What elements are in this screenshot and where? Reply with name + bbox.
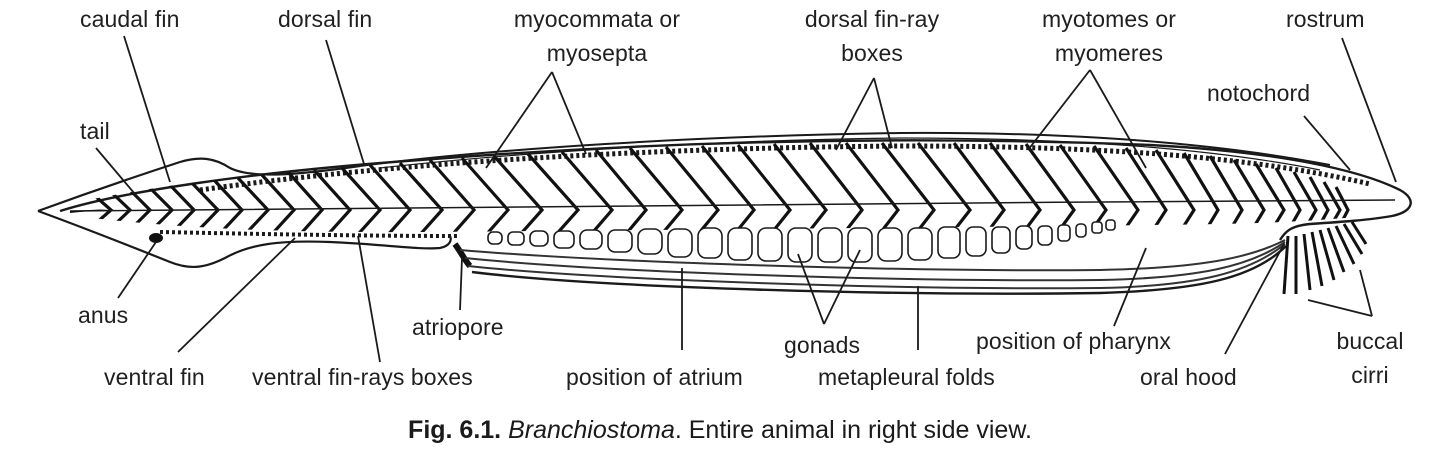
label-caudal-fin: caudal fin (80, 6, 180, 32)
label-myotomes-line1: myotomes or (1041, 6, 1177, 32)
myotomes (93, 142, 1350, 233)
label-ventral-fin: ventral fin (104, 364, 205, 390)
label-myocommata-line1: myocommata or (513, 6, 681, 32)
label-position-of-atrium: position of atrium (566, 364, 743, 390)
figure-caption: Fig. 6.1. Branchiostoma. Entire animal i… (0, 416, 1440, 445)
label-myocommata-line2: myosepta (546, 40, 648, 66)
label-anus: anus (78, 302, 129, 328)
ventral-fin-ray-boxes (159, 230, 461, 238)
ventral-fin-outline (37, 209, 452, 268)
label-dorsal-fin-ray-line2: boxes (841, 40, 903, 66)
label-buccal-line2: cirri (1351, 362, 1389, 388)
body-outline (59, 139, 1412, 241)
label-ventral-fin-rays-boxes: ventral fin-rays boxes (252, 364, 473, 390)
caption-text: . Entire animal in right side view. (674, 416, 1032, 444)
anus-mark (149, 233, 163, 243)
gonads (487, 219, 1116, 263)
notochord-line (69, 199, 1396, 212)
caudal-fin-outline (37, 157, 361, 213)
label-dorsal-fin: dorsal fin (278, 6, 373, 32)
label-notochord: notochord (1207, 80, 1311, 106)
leader-lines (95, 35, 1397, 363)
buccal-cirri (1282, 221, 1368, 295)
atriopore-mark (452, 242, 473, 269)
label-position-of-pharynx: position of pharynx (976, 328, 1171, 354)
label-oral-hood: oral hood (1140, 364, 1237, 390)
label-rostrum: rostrum (1286, 6, 1365, 32)
label-atriopore: atriopore (412, 314, 504, 340)
metapleural-folds (459, 239, 1287, 295)
caption-genus: Branchiostoma (508, 416, 675, 444)
dorsal-fin-ray-boxes (199, 143, 1371, 193)
label-tail: tail (80, 118, 110, 144)
label-dorsal-fin-ray-line1: dorsal fin-ray (804, 6, 940, 32)
label-gonads: gonads (784, 332, 861, 358)
dorsal-fin-edge (359, 131, 1331, 167)
label-metapleural-folds: metapleural folds (818, 364, 995, 390)
label-buccal-line1: buccal (1336, 328, 1404, 354)
caption-number: Fig. 6.1. (408, 416, 502, 444)
label-myotomes-line2: myomeres (1054, 40, 1164, 66)
